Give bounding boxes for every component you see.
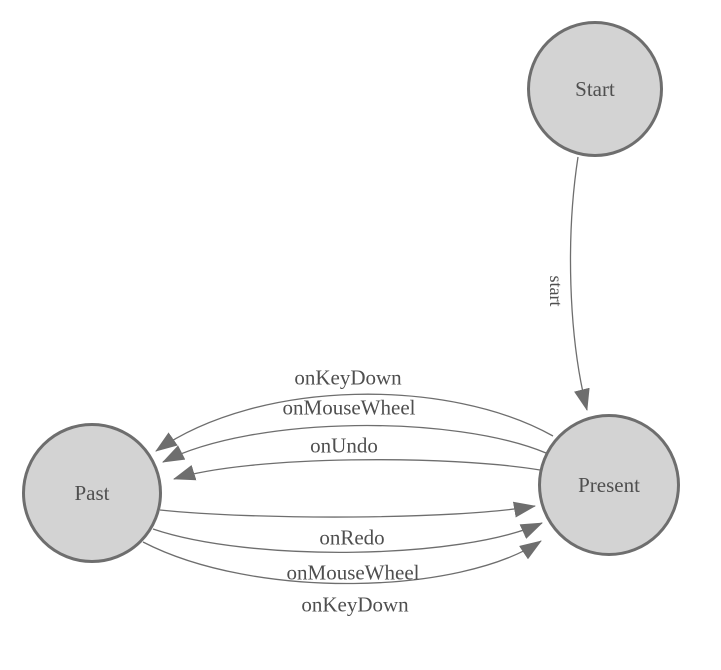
edge-label-start: start bbox=[546, 275, 566, 307]
edge-past-to-present-onkeydown bbox=[142, 540, 542, 585]
state-node-present-label: Present bbox=[578, 472, 640, 497]
edge-label-onkeydown-top: onKeyDown bbox=[294, 365, 402, 390]
edge-present-to-past-onmousewheel bbox=[162, 424, 547, 463]
edge-label-onundo: onUndo bbox=[310, 433, 378, 458]
edge-label-onkeydown-bottom: onKeyDown bbox=[301, 592, 409, 617]
edge-present-to-past-onundo bbox=[173, 459, 541, 481]
edge-past-to-present-onmousewheel bbox=[152, 522, 543, 553]
state-node-start: Start bbox=[527, 21, 663, 157]
edge-label-onredo: onRedo bbox=[319, 525, 385, 550]
edge-label-onmousewheel-bottom: onMouseWheel bbox=[286, 560, 420, 585]
edge-start-to-present bbox=[569, 156, 590, 411]
edge-present-to-past-onkeydown bbox=[155, 393, 554, 452]
state-node-present: Present bbox=[538, 414, 680, 556]
edge-past-to-present-onredo bbox=[159, 501, 536, 518]
state-node-past: Past bbox=[22, 423, 162, 563]
edge-label-onmousewheel-top: onMouseWheel bbox=[282, 395, 416, 420]
state-node-start-label: Start bbox=[575, 76, 615, 101]
state-node-past-label: Past bbox=[74, 480, 110, 505]
